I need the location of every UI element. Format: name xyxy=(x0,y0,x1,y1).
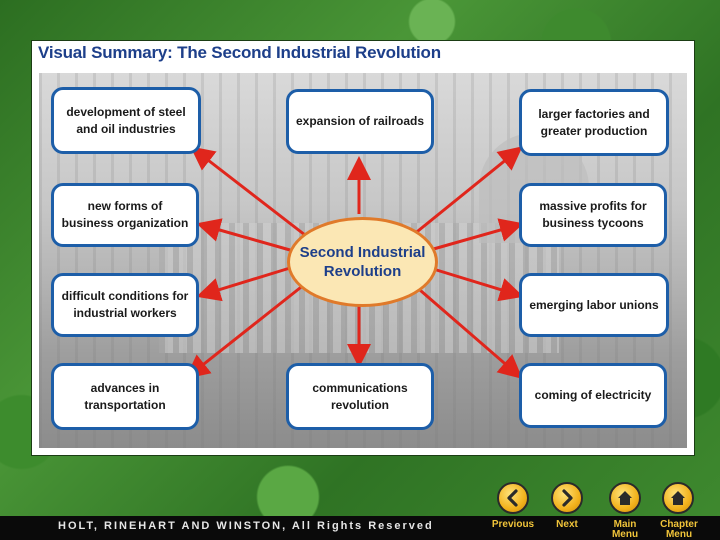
previous-button[interactable] xyxy=(497,482,529,514)
main-menu-button[interactable] xyxy=(609,482,641,514)
node-labor: emerging labor unions xyxy=(519,273,669,337)
chapter-menu-button[interactable] xyxy=(662,482,694,514)
next-label[interactable]: Next xyxy=(545,520,589,530)
node-factories: larger factories and greater production xyxy=(519,89,669,156)
home-icon xyxy=(615,488,635,508)
arrow-right-icon xyxy=(557,488,577,508)
node-steel-oil: development of steel and oil industries xyxy=(51,87,201,154)
node-conditions: difficult conditions for industrial work… xyxy=(51,273,199,337)
node-electricity: coming of electricity xyxy=(519,363,667,428)
node-communications: communications revolution xyxy=(286,363,434,430)
copyright-text: HOLT, RINEHART AND WINSTON, All Rights R… xyxy=(58,520,434,532)
chapter-menu-label[interactable]: Chapter Menu xyxy=(652,520,706,540)
node-railroads: expansion of railroads xyxy=(286,89,434,154)
main-menu-label[interactable]: Main Menu xyxy=(603,520,647,540)
home-icon xyxy=(668,488,688,508)
next-button[interactable] xyxy=(551,482,583,514)
center-node: Second Industrial Revolution xyxy=(287,217,438,307)
node-transportation: advances in transportation xyxy=(51,363,199,430)
arrow-left-icon xyxy=(503,488,523,508)
node-profits: massive profits for business tycoons xyxy=(519,183,667,247)
previous-label[interactable]: Previous xyxy=(484,520,542,530)
slide-title: Visual Summary: The Second Industrial Re… xyxy=(38,43,441,63)
node-business-org: new forms of business organization xyxy=(51,183,199,247)
